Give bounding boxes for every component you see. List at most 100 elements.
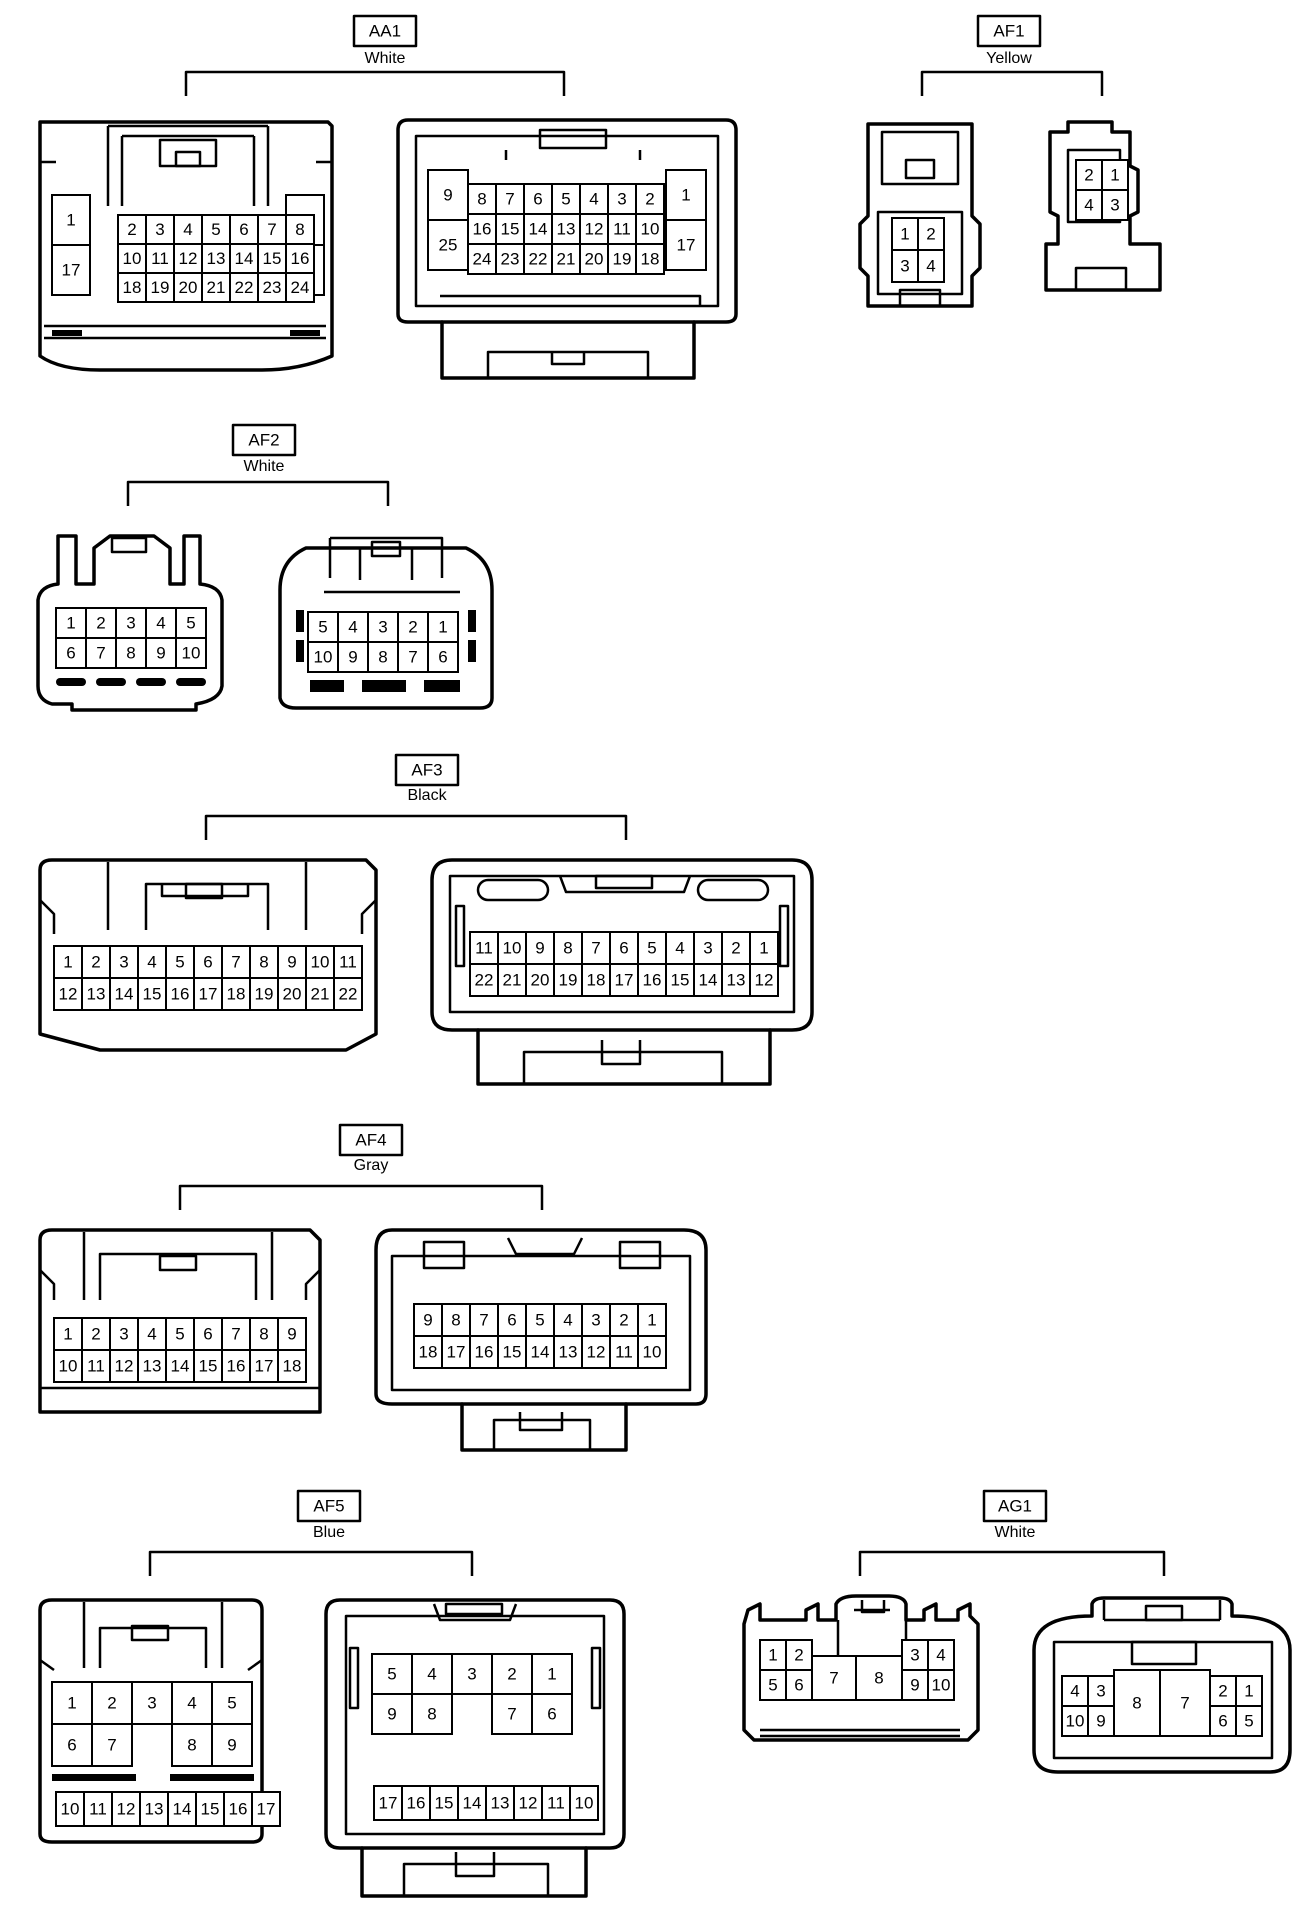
connector-view-left: 1 17 9 25 234567810111213141516181920212…: [38, 120, 334, 372]
pin: 23: [263, 278, 282, 297]
pin: 4: [147, 1325, 156, 1344]
pin-cell: [1113, 1669, 1161, 1737]
pin: 18: [283, 1357, 302, 1376]
pin: 2: [127, 220, 136, 239]
pin: 18: [419, 1343, 438, 1362]
pin: 3: [147, 1694, 156, 1713]
pin: 4: [348, 618, 357, 637]
pin: 8: [126, 644, 135, 663]
pin: 11: [547, 1794, 565, 1813]
pin: 20: [585, 250, 604, 269]
pin: 7: [507, 1705, 516, 1724]
pin: 8: [295, 220, 304, 239]
pin: 12: [117, 1800, 136, 1819]
pin-cell: [53, 1349, 83, 1383]
pin: 19: [151, 278, 170, 297]
pin: 4: [183, 220, 192, 239]
pin: 3: [900, 257, 909, 276]
view-bracket: [184, 70, 566, 96]
pin: 13: [143, 1357, 162, 1376]
pin: 2: [1084, 166, 1093, 185]
pin: 2: [96, 614, 105, 633]
pin: 11: [151, 249, 169, 268]
pin: 6: [1218, 1712, 1227, 1731]
pin-cell: [525, 1335, 555, 1369]
connector-color: Yellow: [986, 50, 1032, 67]
pin: 14: [699, 971, 718, 990]
pin-cell: [523, 243, 553, 275]
pin: 10: [932, 1676, 951, 1695]
pin-cell: [525, 1303, 555, 1337]
pin: 4: [563, 1311, 572, 1330]
pin: 15: [263, 249, 282, 268]
pin-cell: [579, 183, 609, 215]
pin: 15: [503, 1343, 522, 1362]
pin-cell: [855, 1655, 903, 1701]
pin-cell: [175, 607, 207, 639]
pin: 15: [501, 220, 520, 239]
pin: 9: [423, 1311, 432, 1330]
pin: 7: [479, 1311, 488, 1330]
pin: 22: [529, 250, 548, 269]
pin: 8: [427, 1705, 436, 1724]
pin-cell: [609, 963, 639, 997]
pin: 15: [201, 1800, 220, 1819]
pin: 17: [255, 1357, 274, 1376]
pin: 12: [115, 1357, 134, 1376]
pin: 5: [175, 953, 184, 972]
pin: 16: [171, 985, 190, 1004]
pin: 1: [900, 225, 909, 244]
pin-cell: [429, 1785, 459, 1821]
pin: 5: [211, 220, 220, 239]
pin: 4: [427, 1665, 436, 1684]
pin: 11: [613, 220, 631, 239]
pin: 12: [59, 985, 78, 1004]
connector-id: AF5: [313, 1497, 344, 1516]
pin-cell: [277, 945, 307, 979]
pin-cell: [541, 1785, 571, 1821]
pin-cell: [373, 1785, 403, 1821]
pin: 7: [267, 220, 276, 239]
pin-cell: [811, 1655, 857, 1701]
pin: 25: [439, 236, 458, 255]
pin-cell: [249, 1349, 279, 1383]
pin: 10: [575, 1794, 594, 1813]
pin: 6: [438, 648, 447, 667]
pin-cell: [551, 183, 581, 215]
pin: 9: [287, 1325, 296, 1344]
pin-cell: [229, 272, 259, 303]
pin-cell: [451, 1653, 493, 1695]
pin-cell: [495, 183, 525, 215]
pin-cell: [81, 1349, 111, 1383]
pin: 6: [547, 1705, 556, 1724]
pin-cell: [285, 272, 315, 303]
pin-cell: [637, 1335, 667, 1369]
pin: 19: [613, 250, 632, 269]
pin-cell: [1061, 1675, 1089, 1707]
pin-cell: [257, 272, 287, 303]
connector-id: AF3: [411, 761, 442, 780]
pin: 12: [519, 1794, 538, 1813]
pin: 21: [503, 971, 522, 990]
pin-cell: [531, 1693, 573, 1735]
pin: 1: [66, 211, 75, 230]
pin: 13: [207, 249, 226, 268]
connector-id-box: [394, 753, 460, 787]
pin: 12: [179, 249, 198, 268]
pin: 17: [379, 1794, 398, 1813]
pin: 13: [559, 1343, 578, 1362]
pin-cell: [1101, 159, 1129, 191]
pin: 14: [529, 220, 548, 239]
pin-cell: [553, 1335, 583, 1369]
pin-cell: [469, 1335, 499, 1369]
pin: 2: [507, 1665, 516, 1684]
pin: 1: [647, 1311, 656, 1330]
pin-cell: [139, 1791, 169, 1827]
pin: 3: [126, 614, 135, 633]
pin: 3: [119, 1325, 128, 1344]
